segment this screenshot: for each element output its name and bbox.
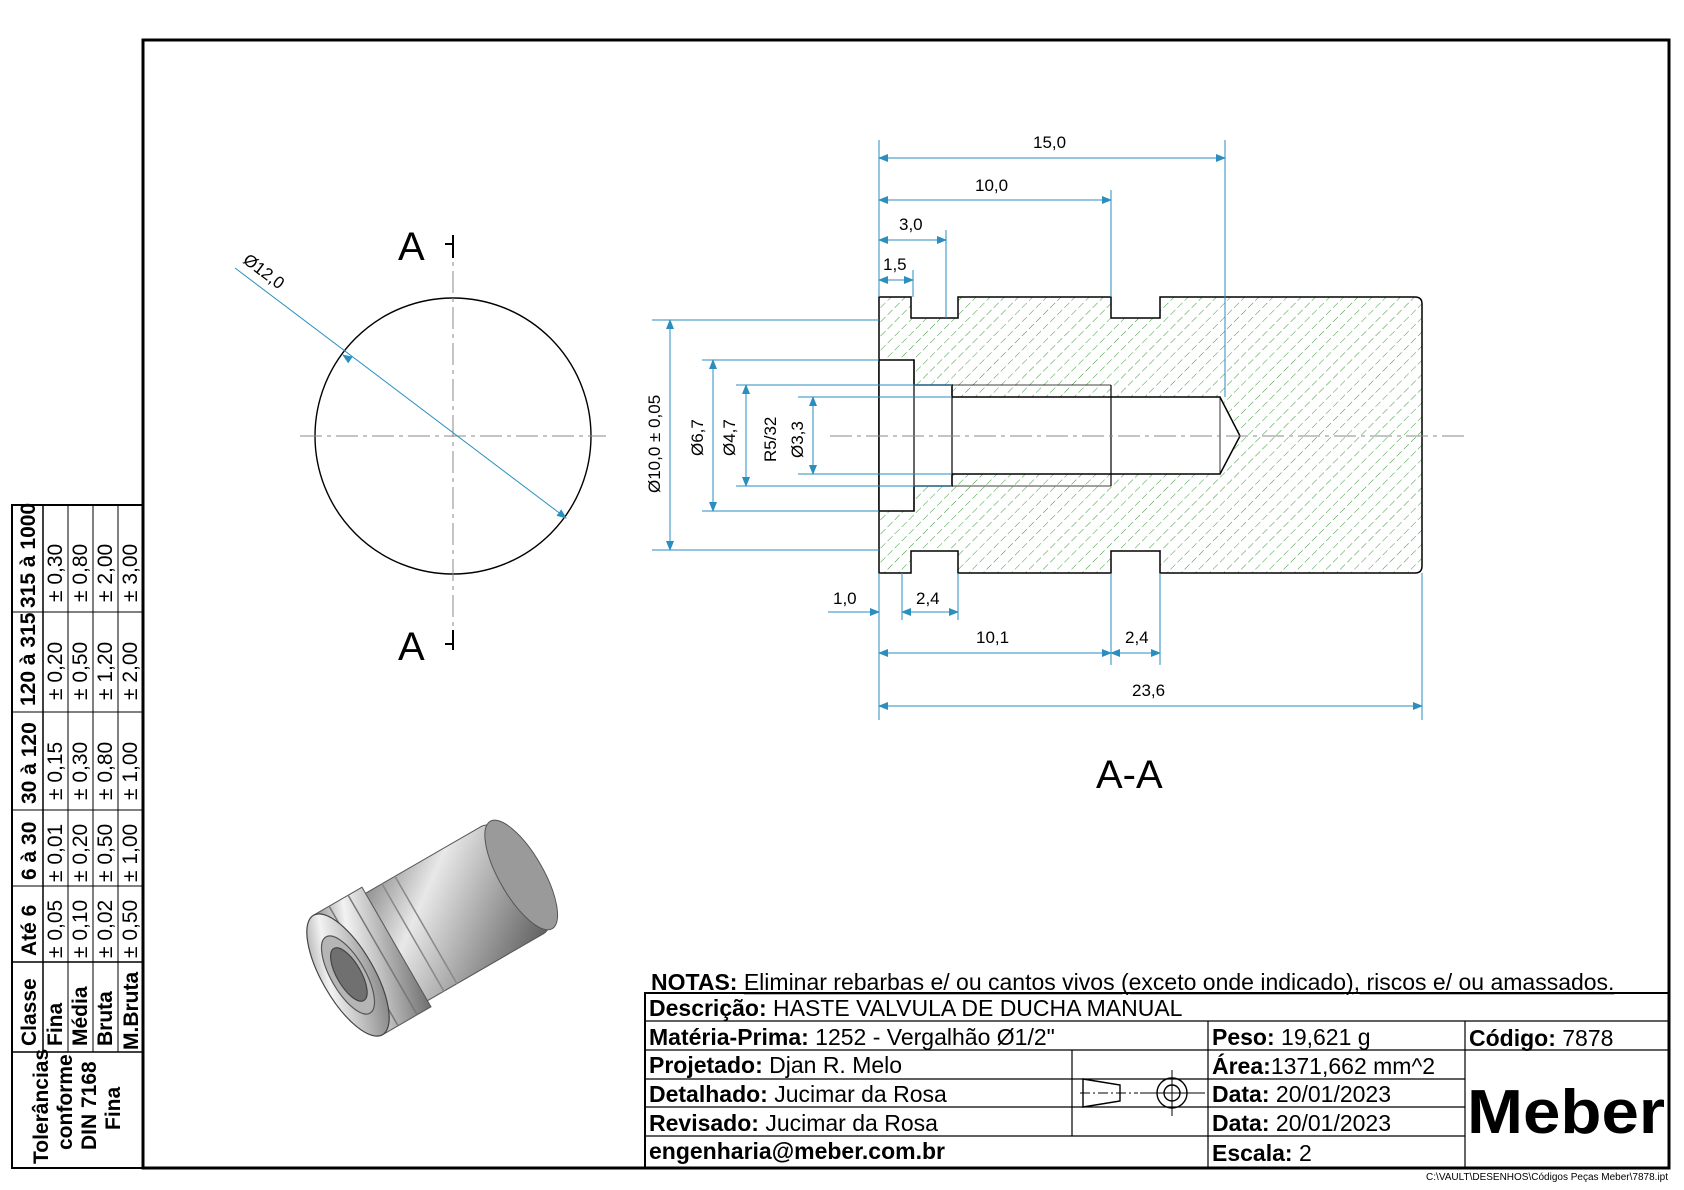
dim-thread-spec: R5/32	[761, 417, 780, 462]
tolerance-table: Tolerâncias conforme DIN 7168 Fina Class…	[11, 503, 144, 1169]
range-label: 30 à 120	[18, 722, 41, 804]
class-label: Classe	[18, 978, 41, 1046]
notes-line: NOTAS: Eliminar rebarbas e/ ou cantos vi…	[651, 969, 1614, 995]
dim-length-3: 3,0	[899, 215, 923, 234]
file-path: C:\VAULT\DESENHOS\Códigos Peças Meber\78…	[1426, 1172, 1668, 1183]
notes-text: Eliminar rebarbas e/ ou cantos vivos (ex…	[744, 969, 1615, 995]
dim-drill-diameter: Ø3,3	[788, 421, 807, 458]
tolerance-heading-1: Tolerâncias	[30, 1049, 53, 1164]
company-logo: Meber	[1467, 1078, 1665, 1147]
material-row: Matéria-Prima: 1252 - Vergalhão Ø1/2"	[649, 1024, 1055, 1050]
designed-row: Projetado: Djan R. Melo	[649, 1052, 902, 1078]
tolerance-value: ± 1,00	[119, 824, 142, 882]
tolerance-value: ± 0,80	[94, 742, 117, 800]
tolerance-value: ± 0,30	[69, 742, 92, 800]
dim-thread-major-diameter: Ø4,7	[720, 419, 739, 456]
isometric-3d-view	[306, 819, 559, 1037]
section-view-a-a: 15,0 10,0 3,0 1,5 Ø10,0 ± 0,05 Ø6,7 Ø4,7…	[645, 133, 1465, 797]
range-label: Até 6	[18, 905, 41, 956]
tolerance-value: ± 0,30	[44, 544, 67, 602]
description-row: Descrição: HASTE VALVULA DE DUCHA MANUAL	[649, 995, 1183, 1021]
tolerance-value: ± 2,00	[94, 544, 117, 602]
section-label-bottom: A	[398, 625, 425, 669]
title-block: NOTAS: Eliminar rebarbas e/ ou cantos vi…	[644, 969, 1670, 1169]
range-label: 315 à 1000	[17, 503, 40, 608]
end-view: A A Ø12,0	[234, 225, 606, 669]
date1-row: Data: 20/01/2023	[1212, 1081, 1391, 1107]
tolerance-value: ± 0,50	[119, 900, 142, 958]
tolerance-value: ± 0,10	[69, 900, 92, 958]
dim-length-1-5: 1,5	[883, 255, 907, 274]
tolerance-heading-3: DIN 7168	[78, 1061, 101, 1150]
tolerance-heading-2: conforme	[54, 1054, 77, 1150]
dim-groove-width-1: 2,4	[916, 589, 940, 608]
scale-row: Escala: 2	[1212, 1140, 1312, 1166]
tolerance-value: ± 1,20	[94, 642, 117, 700]
tolerance-value: ± 0,20	[44, 642, 67, 700]
dim-outer-diameter: Ø10,0 ± 0,05	[645, 395, 664, 493]
notes-label: NOTAS:	[651, 969, 737, 995]
weight-row: Peso: 19,621 g	[1212, 1024, 1371, 1050]
dim-groove-width-2: 2,4	[1125, 628, 1149, 647]
dim-counterbore-diameter: Ø6,7	[688, 419, 707, 456]
revised-row: Revisado: Jucimar da Rosa	[649, 1110, 938, 1136]
detailed-row: Detalhado: Jucimar da Rosa	[649, 1081, 947, 1107]
tolerance-value: ± 0,01	[44, 824, 67, 882]
projection-symbol-icon	[1080, 1070, 1205, 1116]
class-bruta: Bruta	[94, 991, 117, 1046]
tolerance-value: ± 0,05	[44, 900, 67, 958]
contact-email: engenharia@meber.com.br	[649, 1138, 945, 1164]
dim-length-10-1: 10,1	[976, 628, 1009, 647]
code-row: Código: 7878	[1469, 1025, 1613, 1051]
range-label: 120 à 315	[17, 612, 40, 706]
tolerance-value: ± 0,02	[94, 900, 117, 958]
tolerance-value: ± 3,00	[119, 544, 142, 602]
tolerance-value: ± 0,50	[94, 824, 117, 882]
tolerance-value: ± 0,20	[69, 824, 92, 882]
tolerance-heading-4: Fina	[102, 1087, 125, 1130]
tolerance-value: ± 0,80	[69, 544, 92, 602]
tolerance-value: ± 1,00	[119, 742, 142, 800]
section-title: A-A	[1096, 753, 1163, 797]
dim-total-length: 23,6	[1132, 681, 1165, 700]
section-label-top: A	[398, 225, 425, 269]
tolerance-value: ± 2,00	[119, 642, 142, 700]
class-media: Média	[69, 986, 92, 1046]
dim-length-10: 10,0	[975, 176, 1008, 195]
date2-row: Data: 20/01/2023	[1212, 1110, 1391, 1136]
range-label: 6 à 30	[18, 822, 41, 880]
dim-length-15: 15,0	[1033, 133, 1066, 152]
class-m-bruta: M.Bruta	[120, 972, 143, 1050]
dim-circle-diameter: Ø12,0	[240, 250, 288, 293]
tolerance-value: ± 0,50	[69, 642, 92, 700]
dim-length-1-0: 1,0	[833, 589, 857, 608]
tolerance-value: ± 0,15	[44, 742, 67, 800]
area-row: Área:1371,662 mm^2	[1212, 1052, 1435, 1079]
class-fina: Fina	[44, 1003, 67, 1046]
